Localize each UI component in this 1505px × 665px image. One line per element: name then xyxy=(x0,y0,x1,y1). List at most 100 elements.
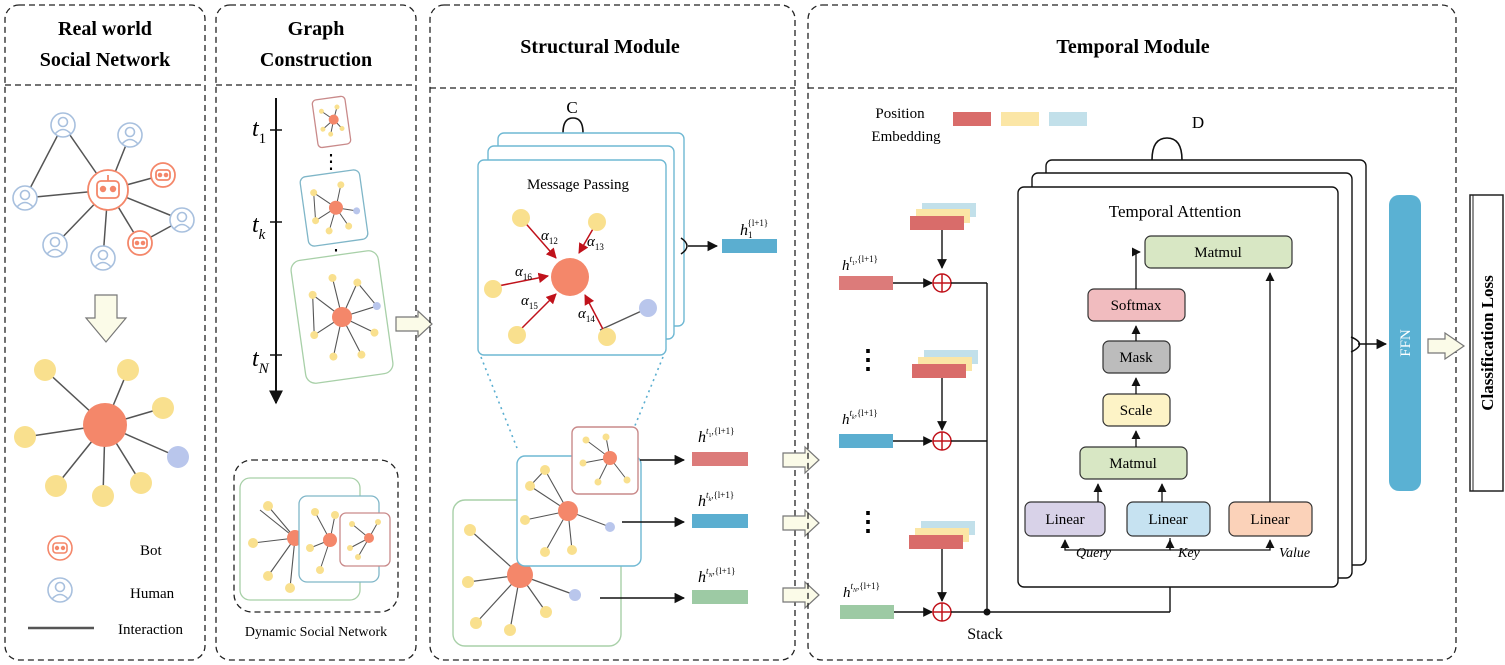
position-embedding-line2: Embedding xyxy=(871,129,941,145)
alpha-13: α13 xyxy=(587,234,604,252)
snapshot-output-label-k: htk,{l+1} xyxy=(698,490,734,510)
human-icon xyxy=(90,245,116,271)
panel-title-real-world-line1: Real world xyxy=(58,18,152,40)
alpha-12: α12 xyxy=(541,228,558,246)
temporal-input-bar-n xyxy=(840,605,894,619)
loop-c xyxy=(562,117,584,158)
time-label-tk: tk xyxy=(252,212,266,243)
bot-icon xyxy=(47,535,73,561)
temporal-input-bar-1 xyxy=(839,276,893,290)
linear-value-block: Linear xyxy=(1228,501,1313,537)
qkv-query-label: Query xyxy=(1076,546,1112,561)
temporal-input-label-k: htk,{l+1} xyxy=(842,408,878,428)
temporal-ellipsis-2: ⋮ xyxy=(855,507,881,536)
human-icon xyxy=(47,577,73,603)
loop-c-label: C xyxy=(566,98,577,117)
human-icon xyxy=(117,122,143,148)
panel-graph-construction: Graph Construction t1 tk tN ⋮ ⋮ xyxy=(215,4,417,661)
human-icon xyxy=(42,232,68,258)
message-passing-graph xyxy=(484,209,657,346)
dynamic-network-label: Dynamic Social Network xyxy=(245,625,387,640)
bot-icon xyxy=(150,162,176,188)
snapshot-tn-mini xyxy=(290,250,394,384)
qkv-value-label: Value xyxy=(1279,546,1310,561)
linear-key-block: Linear xyxy=(1126,501,1211,537)
bot-icon xyxy=(127,230,153,256)
message-passing-card xyxy=(477,159,667,356)
flow-arrow-icon xyxy=(782,509,820,537)
add-icon xyxy=(932,431,952,451)
human-icon xyxy=(50,112,76,138)
down-arrow-icon xyxy=(84,294,128,343)
h1-output-bar xyxy=(722,239,777,253)
legend-interaction-label: Interaction xyxy=(118,622,183,638)
embedding-stack-1 xyxy=(910,203,976,230)
panel-temporal: Temporal Module Position Embedding xyxy=(807,4,1457,661)
alpha-15: α15 xyxy=(521,293,538,311)
bot-nodes xyxy=(87,162,176,256)
panel-title-real-world-line2: Social Network xyxy=(40,49,171,71)
temporal-ellipsis-1: ⋮ xyxy=(855,345,881,374)
scale-label: Scale xyxy=(1120,403,1153,419)
mask-label: Mask xyxy=(1119,350,1153,366)
matmul-top-block: Matmul xyxy=(1144,235,1293,269)
panel-title-temporal: Temporal Module xyxy=(1056,36,1209,58)
time-label-t1: t1 xyxy=(252,116,266,147)
legend-bot-label: Bot xyxy=(140,543,163,559)
card-output-arrow xyxy=(680,237,688,255)
bot-icon xyxy=(87,169,129,211)
temporal-input-label-n: htN,{l+1} xyxy=(843,581,880,601)
linear-value-label: Linear xyxy=(1250,512,1289,528)
embedding-stack-k xyxy=(912,350,978,378)
panel-structural: Structural Module C Message Passing xyxy=(429,4,796,661)
position-embedding-swatch-cyan xyxy=(1049,112,1087,126)
dynamic-network-box xyxy=(233,459,399,613)
linear-query-block: Linear xyxy=(1024,501,1106,537)
linear-query-label: Linear xyxy=(1045,512,1084,528)
snapshot-output-bar-n xyxy=(692,590,748,604)
ffn-label: FFN xyxy=(1398,329,1414,357)
loop-d xyxy=(1151,137,1183,185)
alpha-16: α16 xyxy=(515,264,532,282)
position-embedding-line1: Position xyxy=(875,106,925,122)
message-passing-title: Message Passing xyxy=(527,177,630,193)
panel-real-world: Real world Social Network xyxy=(4,4,206,661)
ffn-to-loss-arrow-icon xyxy=(1427,331,1466,361)
panel-title-structural: Structural Module xyxy=(520,36,680,58)
legend-human-label: Human xyxy=(130,586,175,602)
add-icon xyxy=(932,602,952,622)
dynamic-network-stack xyxy=(239,477,391,601)
abstract-graph-nodes xyxy=(14,359,189,507)
qkv-key-label: Key xyxy=(1177,546,1201,561)
stack-label: Stack xyxy=(967,626,1003,643)
flow-arrow-icon xyxy=(782,581,820,609)
panel-title-graph-line2: Construction xyxy=(260,49,372,71)
snapshot-output-bar-1 xyxy=(692,452,748,466)
mask-block: Mask xyxy=(1102,340,1171,374)
softmax-label: Softmax xyxy=(1111,298,1162,314)
temporal-attention-title: Temporal Attention xyxy=(1109,202,1242,221)
human-icon xyxy=(12,185,38,211)
matmul-bottom-label: Matmul xyxy=(1109,456,1157,472)
snapshot-output-label-n: htN,{l+1} xyxy=(698,566,736,586)
structural-snapshots xyxy=(452,426,642,647)
temporal-input-bar-k xyxy=(839,434,893,448)
panel-title-graph-line1: Graph xyxy=(288,18,345,40)
position-embedding-swatch-yellow xyxy=(1001,112,1039,126)
classification-loss-box: Classification Loss xyxy=(1469,194,1504,492)
embedding-stack-n xyxy=(909,521,975,549)
flow-arrow-icon xyxy=(395,310,433,338)
snapshot-output-bar-k xyxy=(692,514,748,528)
position-embedding-swatch-red xyxy=(953,112,991,126)
alpha-14: α14 xyxy=(578,306,595,324)
flow-arrow-icon xyxy=(782,446,820,474)
temporal-input-label-1: ht1,{l+1} xyxy=(842,254,878,274)
loop-d-label: D xyxy=(1192,113,1204,132)
matmul-top-label: Matmul xyxy=(1194,245,1242,261)
add-icon xyxy=(932,273,952,293)
h1-output-label: h1{l+1} xyxy=(740,218,768,240)
snapshot-output-label-1: ht1,{l+1} xyxy=(698,426,734,446)
snapshot-tk-mini xyxy=(299,169,369,247)
classification-loss-label: Classification Loss xyxy=(1478,275,1497,411)
